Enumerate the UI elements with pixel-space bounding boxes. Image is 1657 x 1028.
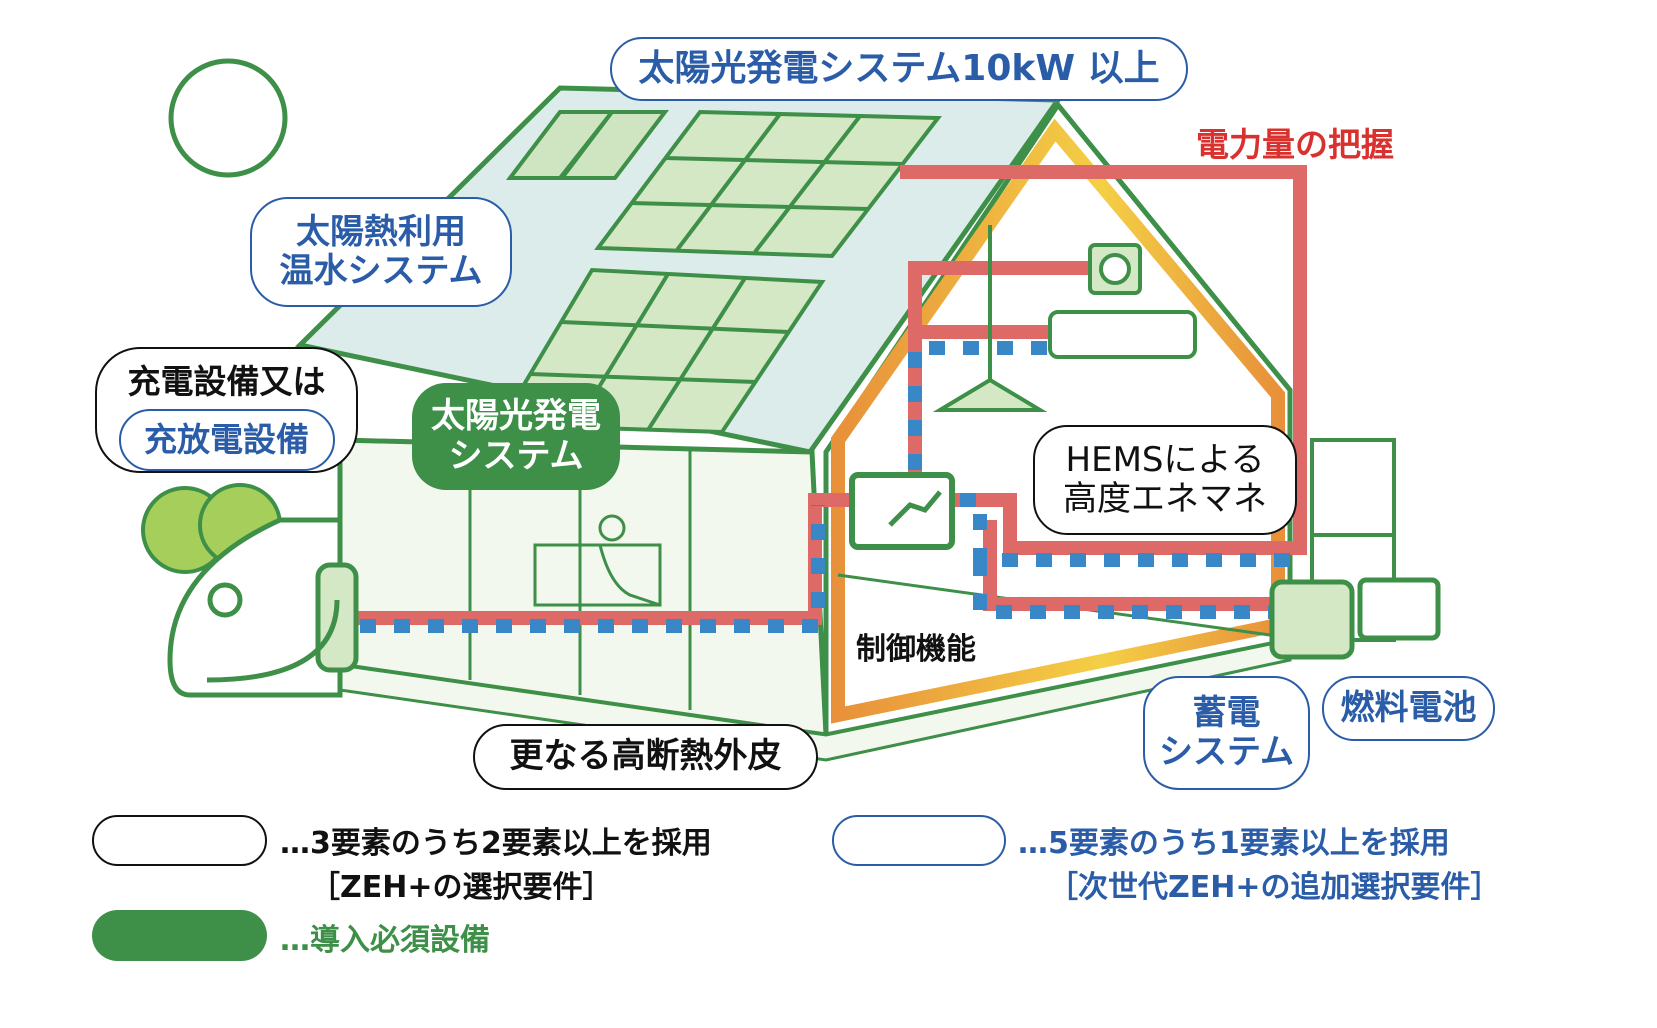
tree-icon: [141, 483, 282, 574]
legend-swatch-blue: [832, 815, 1006, 866]
label-text: システム: [1159, 732, 1294, 772]
label-text: 太陽光発電: [431, 396, 601, 437]
label-charging-equipment: 充電設備又は 充放電設備: [95, 347, 358, 473]
label-insulation: 更なる高断熱外皮: [473, 724, 818, 790]
legend-line: ［次世代ZEH+の追加選択要件］: [1048, 870, 1501, 905]
label-text: 太陽光発電システム10kW 以上: [638, 48, 1160, 90]
ventilation-fan-icon: [1088, 243, 1142, 295]
label-text: 蓄電: [1192, 692, 1261, 733]
label-text: システム: [448, 435, 584, 476]
control-lines: [360, 341, 1305, 633]
label-text: 高度エネマネ: [1063, 479, 1267, 519]
legend-text-blue: …5要素のうち1要素以上を採用 ［次世代ZEH+の追加選択要件］: [1018, 822, 1501, 910]
label-text: 温水システム: [279, 251, 483, 291]
label-pv-10kw: 太陽光発電システム10kW 以上: [610, 37, 1188, 101]
label-text: 更なる高断熱外皮: [509, 736, 782, 777]
solar-thermal-panels: [505, 110, 670, 180]
legend-line: …5要素のうち1要素以上を採用: [1018, 826, 1450, 861]
solar-panels-upper: [594, 109, 942, 259]
legend-swatch-black: [92, 815, 267, 866]
label-text: HEMSによる: [1065, 439, 1265, 480]
label-fuel-cell: 燃料電池: [1322, 676, 1495, 741]
label-text: 充電設備又は: [127, 362, 326, 401]
legend-text-black: …3要素のうち2要素以上を採用 ［ZEH+の選択要件］: [280, 822, 712, 910]
hems-monitor-icon: [849, 472, 955, 550]
storage-battery-icon: [1269, 579, 1355, 660]
legend-text-green: …導入必須設備: [280, 923, 490, 958]
label-text: 太陽熱利用: [296, 211, 466, 252]
charger-icon: [206, 562, 359, 683]
insulation-line: [831, 118, 1285, 724]
label-control-function: 制御機能: [856, 632, 976, 667]
sun-icon: [168, 58, 288, 178]
label-v2h-equipment: 充放電設備: [118, 408, 335, 471]
legend-swatch-green: [92, 910, 267, 961]
air-conditioner-icon: [1048, 310, 1197, 359]
legend-line: …3要素のうち2要素以上を採用: [280, 826, 712, 861]
label-power-monitoring: 電力量の把握: [1196, 125, 1394, 164]
label-text: 燃料電池: [1340, 687, 1477, 728]
label-pv-system: 太陽光発電 システム: [412, 383, 620, 490]
label-storage-system: 蓄電 システム: [1143, 676, 1310, 790]
electric-car-icon: [167, 517, 343, 698]
fuel-cell-icon: [1357, 577, 1441, 641]
ceiling-light-icon: [932, 225, 1048, 412]
label-solar-thermal: 太陽熱利用 温水システム: [250, 197, 512, 307]
label-hems: HEMSによる 高度エネマネ: [1033, 425, 1297, 535]
legend-line: ［ZEH+の選択要件］: [310, 870, 613, 905]
label-text: 充放電設備: [144, 419, 309, 459]
